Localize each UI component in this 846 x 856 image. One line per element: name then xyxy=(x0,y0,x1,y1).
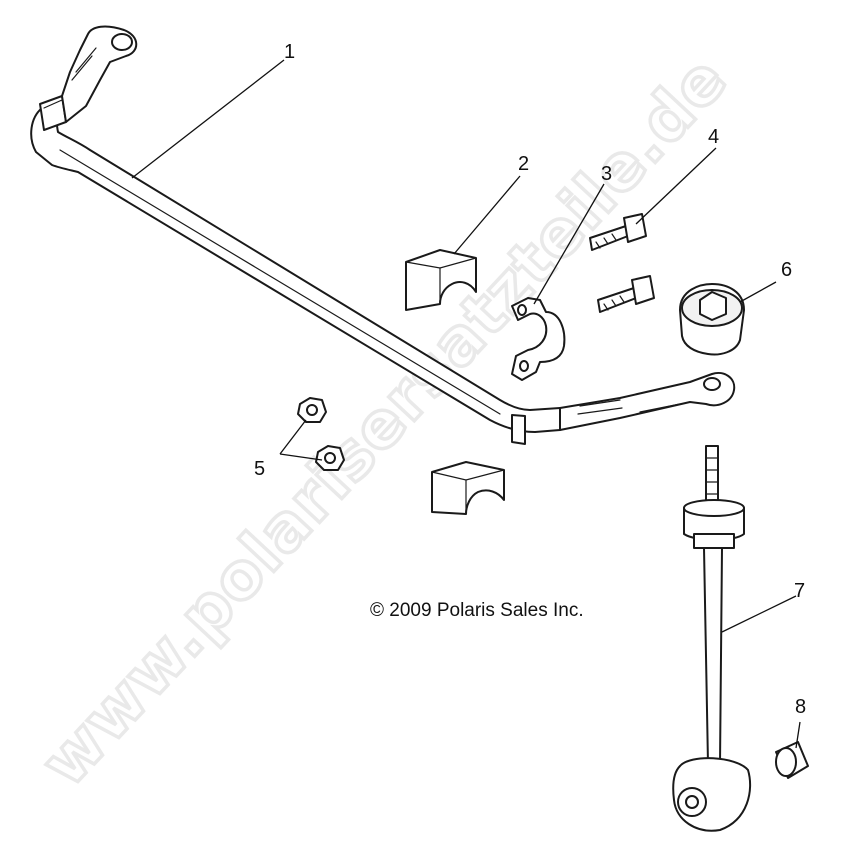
leader-5b xyxy=(279,453,323,461)
bushing-clamp xyxy=(511,297,566,381)
copyright-text: © 2009 Polaris Sales Inc. xyxy=(370,600,584,621)
callout-2: 2 xyxy=(518,153,529,175)
callout-6: 6 xyxy=(781,259,792,281)
callout-3: 3 xyxy=(601,163,612,185)
callout-4: 4 xyxy=(708,126,719,148)
callout-1: 1 xyxy=(284,41,295,63)
nut-upper xyxy=(297,397,327,423)
leader-5a xyxy=(279,419,307,455)
leader-3 xyxy=(533,183,605,305)
nut-lower xyxy=(315,445,345,471)
leader-lines xyxy=(131,59,801,749)
callouts: 1 2 3 4 5 6 7 8 xyxy=(254,41,806,718)
bolt-upper xyxy=(589,213,647,251)
bushing-lower xyxy=(431,461,505,515)
bushing-upper xyxy=(405,249,477,311)
leader-2 xyxy=(453,175,521,255)
spacer xyxy=(775,741,809,779)
callout-7: 7 xyxy=(794,580,805,602)
leader-8 xyxy=(795,721,801,749)
stabilizer-bar xyxy=(30,25,736,445)
grommet xyxy=(679,283,745,356)
callout-5: 5 xyxy=(254,458,265,480)
bolt-lower xyxy=(597,275,655,313)
leader-1 xyxy=(131,59,285,179)
leader-7 xyxy=(721,595,797,633)
callout-8: 8 xyxy=(795,696,806,718)
watermark-text: www.polarisersatzteile.de xyxy=(28,42,742,800)
leader-4 xyxy=(635,147,717,225)
stabilizer-link xyxy=(672,445,752,832)
leader-6 xyxy=(739,281,777,303)
watermark: www.polarisersatzteile.de xyxy=(26,41,744,803)
